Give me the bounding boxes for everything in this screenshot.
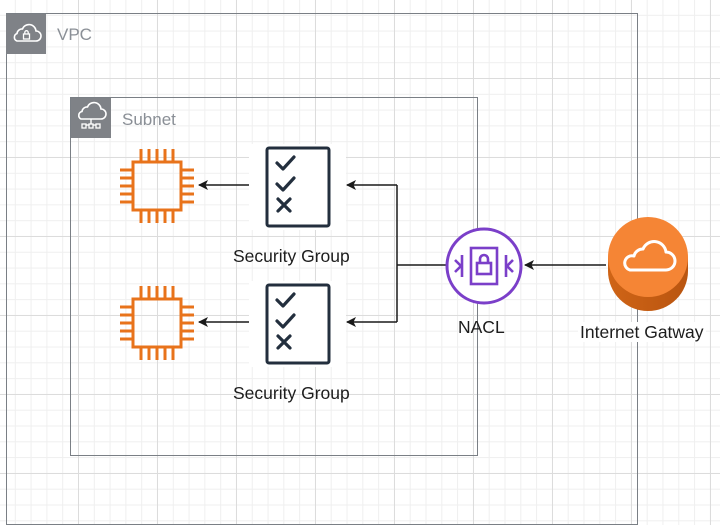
nacl xyxy=(444,226,524,306)
security-group-2-label: Security Group xyxy=(233,383,350,403)
cloud-network-icon xyxy=(71,98,111,138)
security-group-1 xyxy=(249,144,346,230)
security-group-1-label: Security Group xyxy=(233,246,350,266)
nacl-label: NACL xyxy=(458,317,505,337)
ec2-instance-icon xyxy=(120,286,194,360)
ec2-instance-1 xyxy=(117,146,197,226)
cloud-lock-icon xyxy=(6,14,46,54)
internet-gateway-label-text: Internet Gatway xyxy=(578,322,706,342)
subnet-label: Subnet xyxy=(122,110,176,129)
internet-gateway xyxy=(606,217,690,312)
nacl-icon xyxy=(445,227,523,305)
ec2-instance-2 xyxy=(117,283,197,363)
security-group-checklist-icon xyxy=(265,146,331,228)
security-group-2 xyxy=(249,281,346,367)
security-group-checklist-icon xyxy=(265,283,331,365)
ec2-instance-icon xyxy=(120,149,194,223)
internet-gateway-cloud-icon xyxy=(608,217,688,311)
vpc-label: VPC xyxy=(57,25,92,44)
internet-gateway-label: Internet Gatway xyxy=(578,322,706,343)
